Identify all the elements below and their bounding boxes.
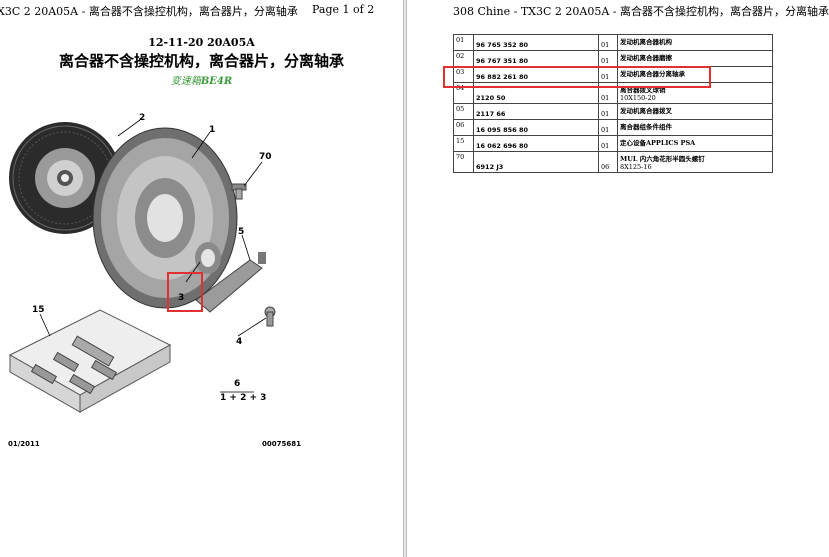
part-ref: 05 (453, 103, 474, 120)
part-description-main: 发动机离合器拨叉 (620, 107, 672, 115)
page-gutter (403, 0, 407, 557)
part-description-main: 发动机离合器分离轴承 (620, 70, 685, 78)
part-description-main: 离合器拨叉球销 (620, 86, 666, 94)
part-number: 96 765 352 80 (473, 34, 599, 51)
part-description-main: 发动机离合器机构 (620, 38, 672, 46)
part-ref: 06 (453, 119, 474, 136)
bolt-illustration (231, 183, 247, 200)
highlight-row-03 (443, 66, 711, 88)
pressure-plate-illustration (92, 127, 238, 309)
part-number: 6912 J3 (473, 151, 599, 173)
kit-formula: 1 + 2 + 3 (220, 393, 266, 403)
callout-5: 5 (238, 227, 244, 237)
footer-code: 00075681 (262, 440, 301, 448)
part-number: 96 767 351 80 (473, 50, 599, 67)
part-qty: 01 (598, 119, 618, 136)
part-qty: 01 (598, 135, 618, 152)
part-description-sub: 10X150-20 (620, 94, 656, 102)
callout-70: 70 (259, 152, 272, 162)
page-indicator: Page 1 of 2 (312, 3, 375, 16)
part-description-main: 定心设备APPLICS PSA (620, 139, 696, 147)
part-ref: 70 (453, 151, 474, 173)
callout-3: 3 (178, 293, 184, 303)
part-qty: 01 (598, 103, 618, 120)
part-qty: 01 (598, 50, 618, 67)
release-fork-illustration (195, 252, 276, 327)
right-page: 308 Chine - TX3C 2 20A05A - 离合器不含操控机构，离合… (407, 0, 829, 557)
left-page: X3C 2 20A05A - 离合器不含操控机构，离合器片，分离轴承 Page … (0, 0, 403, 557)
part-description: 离合器组条件组件 (617, 119, 773, 136)
part-description: 定心设备APPLICS PSA (617, 135, 773, 152)
part-qty: 01 (598, 34, 618, 51)
part-number: 16 062 696 80 (473, 135, 599, 152)
subtitle-prefix: 变速箱 (170, 76, 201, 87)
exploded-parts-diagram: 2 1 70 5 3 15 4 6 1 + 2 + 3 (8, 113, 276, 413)
part-description-main: 离合器组条件组件 (620, 123, 672, 131)
part-description-main: 发动机离合器磨擦 (620, 54, 672, 62)
subtitle-code: BE4R (200, 76, 233, 87)
part-description-main: MUL 内六角花形半圆头螺钉 (620, 155, 705, 163)
part-ref: 01 (453, 34, 474, 51)
callout-15: 15 (32, 305, 45, 315)
leader-lines (39, 119, 267, 393)
left-page-header: X3C 2 20A05A - 离合器不含操控机构，离合器片，分离轴承 (0, 5, 298, 18)
callout-6: 6 (234, 379, 240, 389)
part-description: 发动机离合器机构 (617, 34, 773, 51)
callout-2: 2 (139, 113, 145, 123)
release-bearing-illustration (195, 242, 221, 274)
part-ref: 02 (453, 50, 474, 67)
part-number: 2117 66 (473, 103, 599, 120)
callout-1: 1 (209, 125, 215, 135)
footer-date: 01/2011 (8, 440, 40, 448)
highlight-callout-3 (167, 272, 203, 312)
callout-4: 4 (236, 337, 242, 347)
part-description-sub: 8X125-16 (620, 163, 652, 171)
part-qty: 06 (598, 151, 618, 173)
centering-kit-illustration (8, 309, 172, 413)
part-ref: 15 (453, 135, 474, 152)
title-block: 12-11-20 20A05A 离合器不含操控机构，离合器片，分离轴承 变速箱B… (0, 36, 403, 87)
part-description: 发动机离合器拨叉 (617, 103, 773, 120)
clutch-disc-illustration (9, 122, 121, 234)
date-code: 12-11-20 20A05A (148, 36, 255, 49)
part-description: 发动机离合器磨擦 (617, 50, 773, 67)
gearbox-subtitle: 变速箱BE4R (0, 72, 403, 87)
part-number: 16 095 856 80 (473, 119, 599, 136)
right-page-header: 308 Chine - TX3C 2 20A05A - 离合器不含操控机构，离合… (453, 5, 829, 18)
page-title: 离合器不含操控机构，离合器片，分离轴承 (58, 52, 344, 70)
